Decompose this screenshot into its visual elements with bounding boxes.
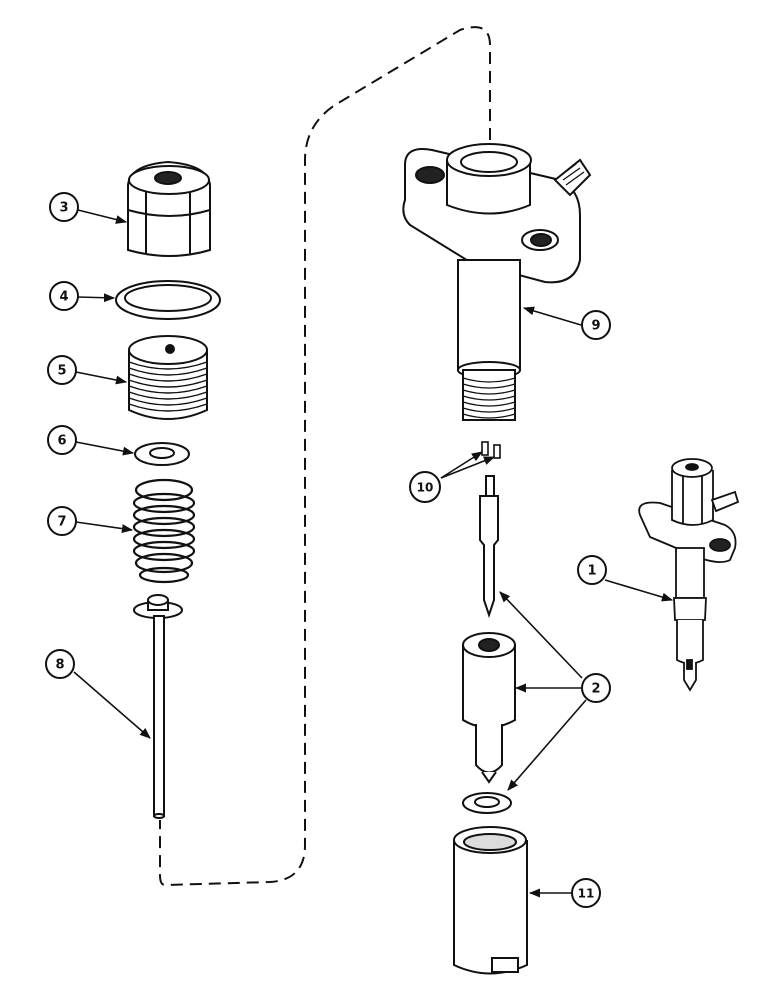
callout-10-label: 10 <box>417 481 434 495</box>
callout-6-label: 6 <box>57 434 66 449</box>
leader-2c <box>507 699 587 791</box>
callout-1-label: 1 <box>587 564 596 579</box>
callout-2-label: 2 <box>591 682 600 697</box>
callout-6: 6 <box>47 425 77 455</box>
callout-2: 2 <box>581 673 611 703</box>
part-11-nozzle-nut <box>453 826 528 975</box>
part-2-nozzle-washer <box>462 792 512 814</box>
callout-9-label: 9 <box>591 319 600 334</box>
part-5-threaded-spacer <box>128 335 208 420</box>
leader-6 <box>75 441 135 456</box>
callout-1: 1 <box>577 555 607 585</box>
leader-4 <box>77 293 116 303</box>
leader-2a <box>499 591 583 679</box>
assembly-dashed-line <box>159 26 491 887</box>
callout-9: 9 <box>581 310 611 340</box>
part-7-spring <box>132 478 196 584</box>
part-2-nozzle-body <box>462 632 516 784</box>
callout-8-label: 8 <box>55 658 64 673</box>
callout-8: 8 <box>45 649 75 679</box>
part-10-dowel-pins <box>481 441 501 459</box>
callout-3-label: 3 <box>59 201 68 216</box>
callout-5-label: 5 <box>57 364 66 379</box>
part-6-shim-washer <box>134 442 190 466</box>
callout-7-label: 7 <box>57 515 66 530</box>
callout-7: 7 <box>47 506 77 536</box>
leader-3 <box>77 209 128 224</box>
callout-11-label: 11 <box>578 887 595 901</box>
leader-7 <box>75 521 134 534</box>
callout-4-label: 4 <box>59 290 68 305</box>
part-9-injector-body <box>402 143 592 421</box>
part-2-nozzle-needle <box>479 475 499 619</box>
leader-1 <box>604 579 674 602</box>
part-4-sealing-washer <box>115 280 221 320</box>
callout-4: 4 <box>49 281 79 311</box>
part-8-push-rod <box>133 594 183 819</box>
callout-10: 10 <box>409 471 441 503</box>
leader-5 <box>75 371 128 385</box>
callout-5: 5 <box>47 355 77 385</box>
leader-10b <box>440 456 496 479</box>
leader-8 <box>73 671 151 739</box>
callout-3: 3 <box>49 192 79 222</box>
callout-11: 11 <box>571 878 601 908</box>
leader-9 <box>522 306 582 326</box>
part-3-cap-nut <box>127 160 211 257</box>
leader-lines <box>73 209 674 898</box>
part-1-injector-assembly <box>638 458 740 692</box>
leader-10a <box>440 451 483 479</box>
